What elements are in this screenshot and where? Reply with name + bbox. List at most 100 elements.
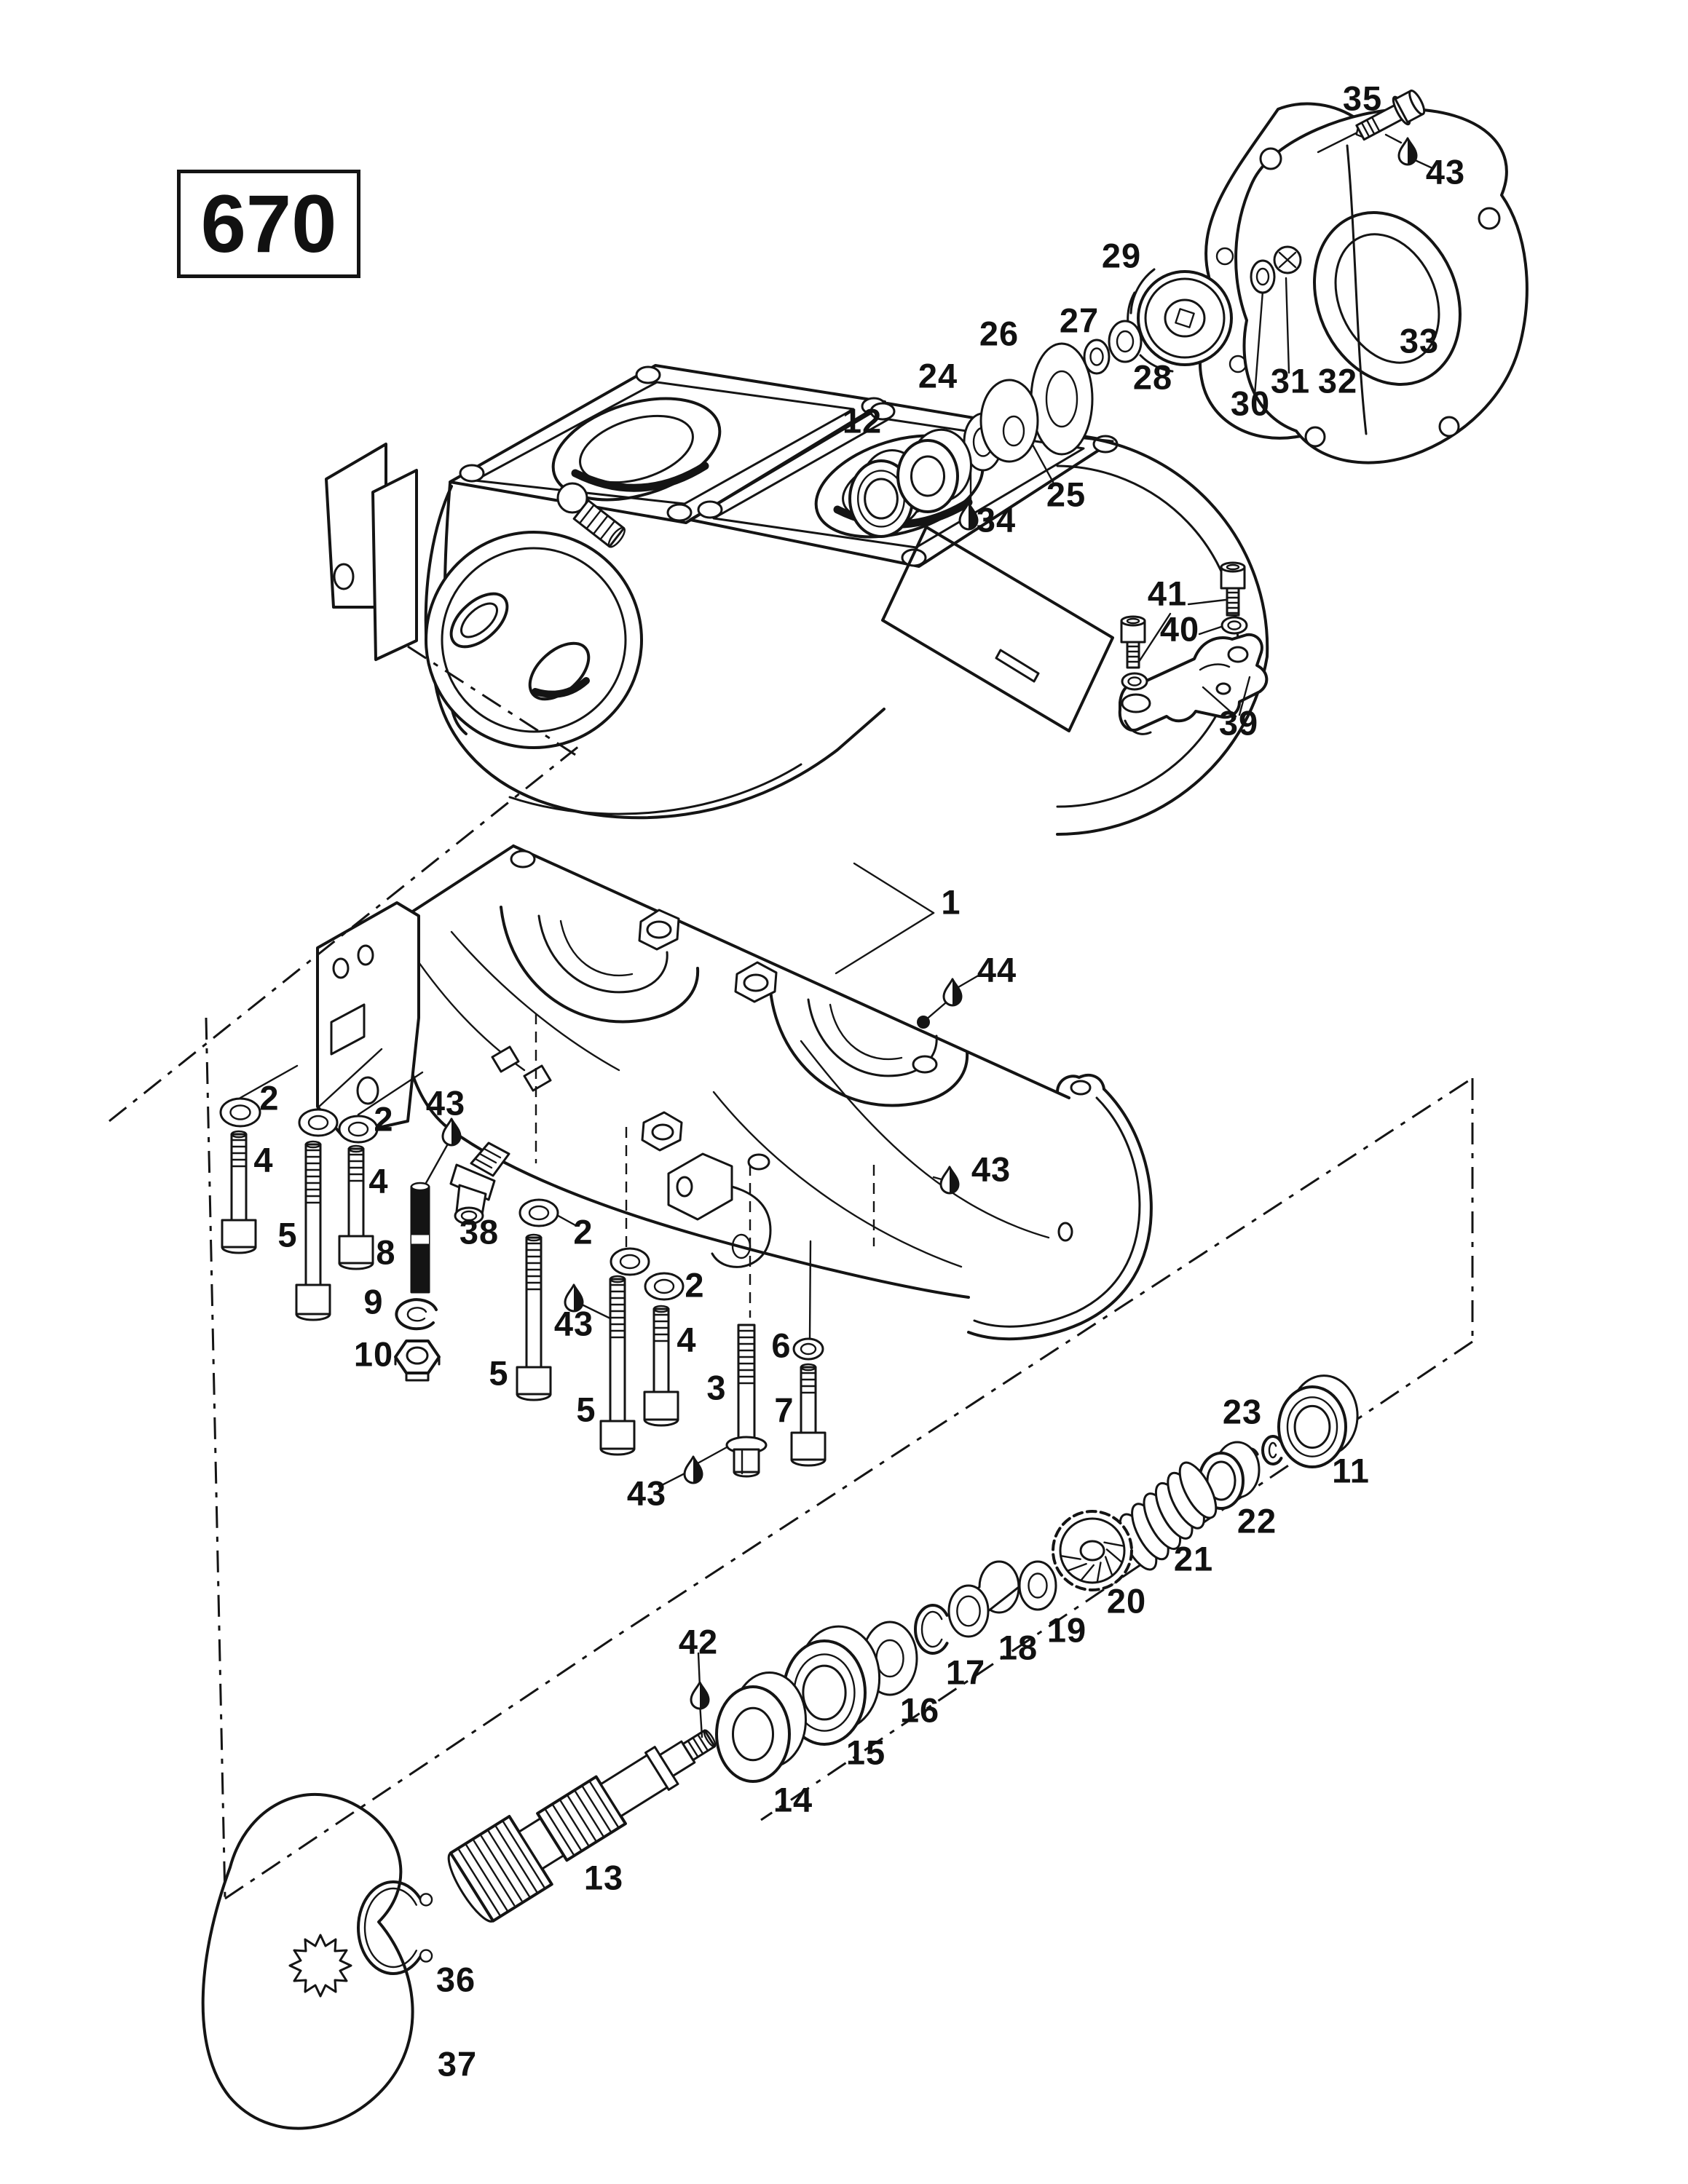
- callout-43b: 43: [425, 1083, 466, 1123]
- callout-24: 24: [918, 356, 958, 395]
- bearing-11: [1277, 1374, 1359, 1468]
- callout-2a: 2: [259, 1078, 280, 1117]
- callout-5c: 5: [576, 1390, 596, 1429]
- screw-41: [1220, 561, 1246, 617]
- callout-7: 7: [774, 1390, 794, 1430]
- callout-4b: 4: [368, 1161, 389, 1200]
- callout-23: 23: [1222, 1392, 1263, 1431]
- spacer-18: [947, 1560, 1020, 1638]
- callout-43e: 43: [971, 1150, 1011, 1189]
- callout-20: 20: [1106, 1581, 1147, 1621]
- washer-26b: [979, 379, 1039, 463]
- callout-38: 38: [459, 1212, 500, 1251]
- washer-2: [518, 1198, 559, 1227]
- callout-39: 39: [1218, 703, 1259, 743]
- washer-30: [1250, 259, 1276, 294]
- callout-40: 40: [1159, 609, 1200, 649]
- washer-6: [792, 1337, 824, 1361]
- washer-40: [1220, 616, 1248, 635]
- callout-8: 8: [376, 1233, 396, 1272]
- washer-2: [298, 1108, 339, 1137]
- washer-19: [1018, 1560, 1057, 1611]
- callout-2b: 2: [374, 1099, 394, 1139]
- callout-42: 42: [678, 1622, 719, 1661]
- callout-21: 21: [1173, 1539, 1214, 1578]
- circlip-23: [1261, 1435, 1283, 1465]
- callout-13: 13: [583, 1858, 624, 1897]
- screw-4: [221, 1130, 257, 1254]
- seal-14: [715, 1671, 807, 1783]
- screw-3: [725, 1324, 768, 1478]
- callout-5a: 5: [277, 1215, 298, 1254]
- callout-2d: 2: [685, 1265, 705, 1305]
- washer-2: [610, 1247, 650, 1276]
- callout-35: 35: [1342, 79, 1383, 118]
- callout-10: 10: [353, 1334, 394, 1374]
- callout-17: 17: [945, 1653, 986, 1692]
- lower-crankcase-art: [316, 844, 1153, 1341]
- callout-44: 44: [977, 950, 1017, 989]
- screw-4: [338, 1144, 374, 1270]
- callout-4a: 4: [253, 1140, 274, 1179]
- callout-43c: 43: [553, 1304, 594, 1343]
- callout-32: 32: [1317, 361, 1358, 400]
- callout-16: 16: [899, 1690, 940, 1730]
- washer-28: [1108, 320, 1143, 363]
- callout-25: 25: [1046, 475, 1086, 514]
- callout-43d: 43: [626, 1473, 667, 1513]
- callout-43a: 43: [1425, 152, 1466, 191]
- callout-22: 22: [1237, 1501, 1277, 1540]
- weight-37-art: [201, 1792, 414, 2130]
- screw-7: [790, 1363, 827, 1467]
- callout-41: 41: [1147, 574, 1188, 613]
- callout-26: 26: [979, 314, 1019, 353]
- callout-15: 15: [845, 1733, 886, 1772]
- callout-9: 9: [363, 1282, 384, 1321]
- washer-27: [1083, 339, 1111, 375]
- washer-2: [644, 1272, 685, 1301]
- screw-5: [516, 1233, 552, 1401]
- callout-18: 18: [998, 1628, 1038, 1667]
- callout-1: 1: [941, 882, 961, 922]
- upper-crankcase-art: [325, 364, 1269, 836]
- circlip-17: [914, 1604, 949, 1655]
- circlip-36: [357, 1880, 433, 1975]
- callout-36: 36: [435, 1960, 476, 1999]
- callout-27: 27: [1059, 301, 1100, 340]
- stud-8: [410, 1182, 430, 1294]
- washer-2: [338, 1115, 379, 1144]
- callout-31: 31: [1270, 361, 1311, 400]
- water-pump-art: [1127, 90, 1529, 464]
- callout-19: 19: [1046, 1610, 1087, 1650]
- seal-24: [896, 428, 972, 513]
- screw-4: [643, 1305, 679, 1427]
- callout-12: 12: [842, 401, 883, 440]
- pinion-20: [1052, 1510, 1133, 1591]
- engine-code-badge: 670: [177, 170, 360, 278]
- callout-28: 28: [1132, 357, 1173, 397]
- callout-5b: 5: [489, 1353, 509, 1393]
- washer-2: [219, 1097, 261, 1128]
- callout-14: 14: [773, 1780, 813, 1819]
- washer-40: [1121, 672, 1148, 691]
- callout-34: 34: [976, 500, 1017, 539]
- callout-33: 33: [1399, 321, 1440, 360]
- callout-29: 29: [1101, 236, 1142, 275]
- callout-30: 30: [1230, 384, 1271, 423]
- callout-4c: 4: [677, 1320, 697, 1359]
- lock-washer-9: [395, 1298, 438, 1331]
- elbow-fitting-art: [449, 1142, 510, 1225]
- screw-5: [599, 1275, 636, 1456]
- callout-6: 6: [771, 1326, 792, 1365]
- callout-3: 3: [706, 1368, 727, 1407]
- screw-41: [1120, 615, 1146, 669]
- nut-10: [394, 1340, 441, 1382]
- callout-11: 11: [1332, 1451, 1370, 1490]
- shaft-13-art: [447, 1729, 717, 1923]
- screw-5: [295, 1140, 331, 1321]
- callout-37: 37: [437, 2044, 478, 2084]
- callout-2c: 2: [573, 1212, 593, 1251]
